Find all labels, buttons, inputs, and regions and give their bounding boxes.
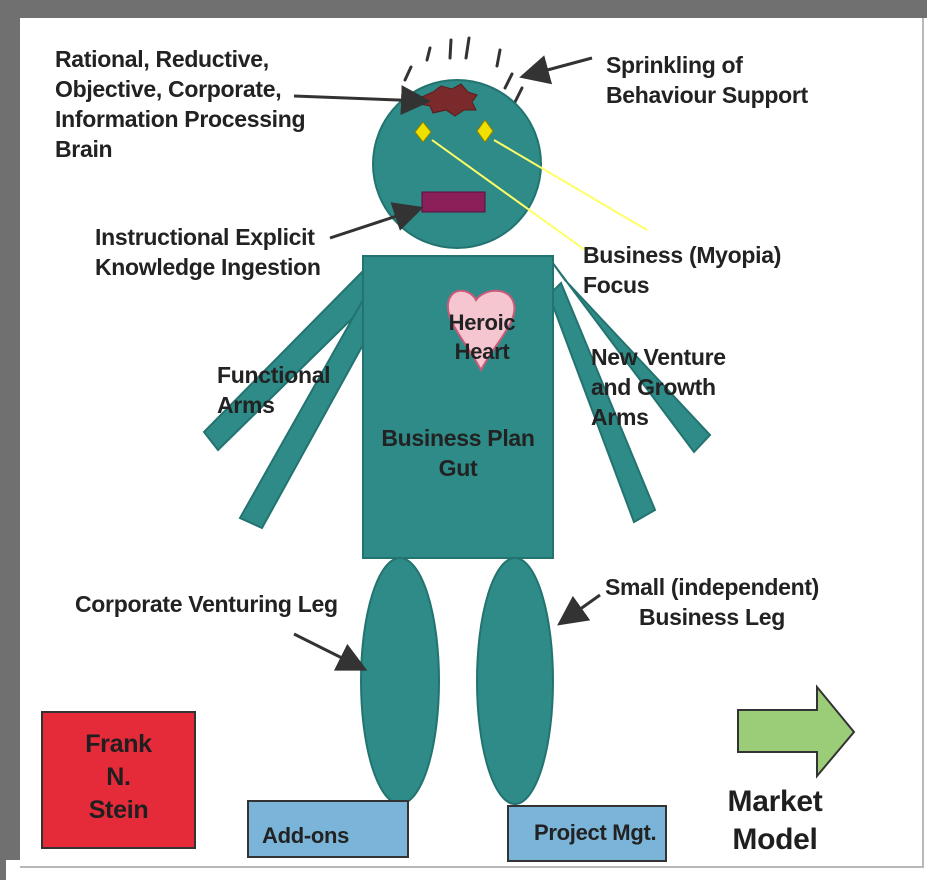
venture-arms-label-line: New Venture: [591, 342, 726, 372]
behaviour-label-line: Sprinkling of: [606, 50, 808, 80]
project-mgt-label: Project Mgt.: [534, 819, 656, 847]
market-label-line: Model: [712, 821, 838, 859]
gut-label-line: Business Plan: [366, 423, 550, 453]
behaviour-label-line: Behaviour Support: [606, 80, 808, 110]
myopia-label-line: Business (Myopia): [583, 240, 781, 270]
business-myopia-label: Business (Myopia) Focus: [583, 240, 781, 300]
gut-label-line: Gut: [366, 453, 550, 483]
brain-label-line: Rational, Reductive,: [55, 44, 305, 74]
functional-arms-label: Functional Arms: [217, 360, 330, 420]
small-business-leg: [477, 558, 553, 804]
business-plan-gut-label: Business Plan Gut: [366, 423, 550, 483]
functional-arms-label-line: Functional: [217, 360, 330, 390]
behaviour-pointer-arrow: [525, 58, 592, 76]
market-model-label: Market Model: [712, 783, 838, 859]
ingestion-label-line: Knowledge Ingestion: [95, 252, 321, 282]
market-arrow-icon: [738, 687, 854, 776]
market-label-line: Market: [712, 783, 838, 821]
corporate-leg-pointer-arrow: [294, 634, 362, 668]
ingestion-label-line: Instructional Explicit: [95, 222, 321, 252]
venture-arms-label-line: and Growth: [591, 372, 726, 402]
frank-label-line: Stein: [42, 794, 195, 827]
functional-arms-label-line: Arms: [217, 390, 330, 420]
brain-label-line: Information Processing: [55, 104, 305, 134]
frank-n-stein-label: Frank N. Stein: [42, 728, 195, 827]
brain-label: Rational, Reductive, Objective, Corporat…: [55, 44, 305, 164]
small-leg-label-line: Business Leg: [592, 602, 832, 632]
myopia-label-line: Focus: [583, 270, 781, 300]
heart-label-line: Heart: [436, 337, 528, 366]
venture-arms-label: New Venture and Growth Arms: [591, 342, 726, 432]
add-ons-label: Add-ons: [262, 822, 349, 850]
frank-label-line: Frank: [42, 728, 195, 761]
corporate-leg-label-line: Corporate Venturing Leg: [75, 589, 338, 619]
brain-label-line: Objective, Corporate,: [55, 74, 305, 104]
frank-label-line: N.: [42, 761, 195, 794]
venture-arms-label-line: Arms: [591, 402, 726, 432]
small-leg-label-line: Small (independent): [592, 572, 832, 602]
brain-label-line: Brain: [55, 134, 305, 164]
behaviour-support-label: Sprinkling of Behaviour Support: [606, 50, 808, 110]
heart-label-line: Heroic: [436, 308, 528, 337]
small-business-leg-label: Small (independent) Business Leg: [592, 572, 832, 632]
corporate-venturing-leg: [361, 558, 439, 804]
knowledge-ingestion-label: Instructional Explicit Knowledge Ingesti…: [95, 222, 321, 282]
corporate-venturing-leg-label: Corporate Venturing Leg: [75, 589, 338, 619]
mouth: [422, 192, 485, 212]
heroic-heart-label: Heroic Heart: [436, 308, 528, 366]
